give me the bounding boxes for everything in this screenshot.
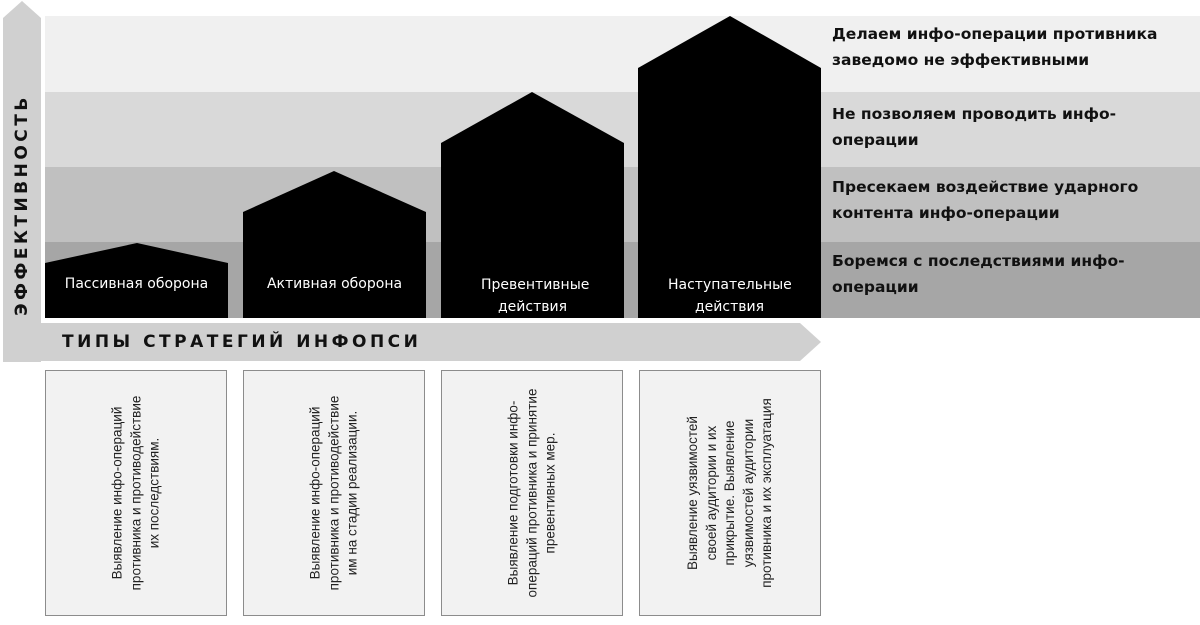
house-passive-defense (45, 243, 228, 318)
level-band-4 (45, 16, 1200, 92)
y-axis-arrow (3, 1, 41, 362)
x-axis-arrow (3, 323, 821, 361)
strategy-label-passive: Пассивная оборона (64, 276, 209, 292)
strategy-description-preventive: Выявление подготовки инфо-операций проти… (441, 370, 623, 616)
house-active-defense (243, 171, 426, 318)
strategy-description-passive: Выявление инфо-операций противника и про… (45, 370, 227, 616)
strategy-description-offensive: Выявление уязвимостей своей аудитории и … (639, 370, 821, 616)
strategy-description-active: Выявление инфо-операций противника и про… (243, 370, 425, 616)
level-label-3: Не позволяем проводить инфо-операции (832, 105, 1117, 149)
x-axis-label: ТИПЫ СТРАТЕГИЙ ИНФОПСИ (62, 332, 422, 352)
level-label-4: Делаем инфо-операции противника заведомо… (832, 25, 1158, 69)
house-offensive-actions (638, 16, 821, 318)
strategy-label-offensive: Наступательные действия (668, 277, 792, 315)
house-preventive-actions (441, 92, 624, 318)
strategy-label-preventive: Превентивные действия (481, 277, 590, 315)
y-axis-label: ЭФФЕКТИВНОСТЬ (12, 94, 32, 316)
description-text: Выявление инфо-операций противника и про… (307, 395, 360, 591)
description-text: Выявление уязвимостей своей аудитории и … (684, 398, 774, 588)
level-label-1: Боремся с последствиями инфо-операции (832, 252, 1125, 296)
level-label-2: Пресекаем воздействие ударного контента … (832, 178, 1139, 222)
description-text: Выявление инфо-операций противника и про… (109, 395, 162, 591)
description-text: Выявление подготовки инфо-операций проти… (505, 388, 558, 598)
strategy-label-active: Активная оборона (266, 276, 403, 292)
